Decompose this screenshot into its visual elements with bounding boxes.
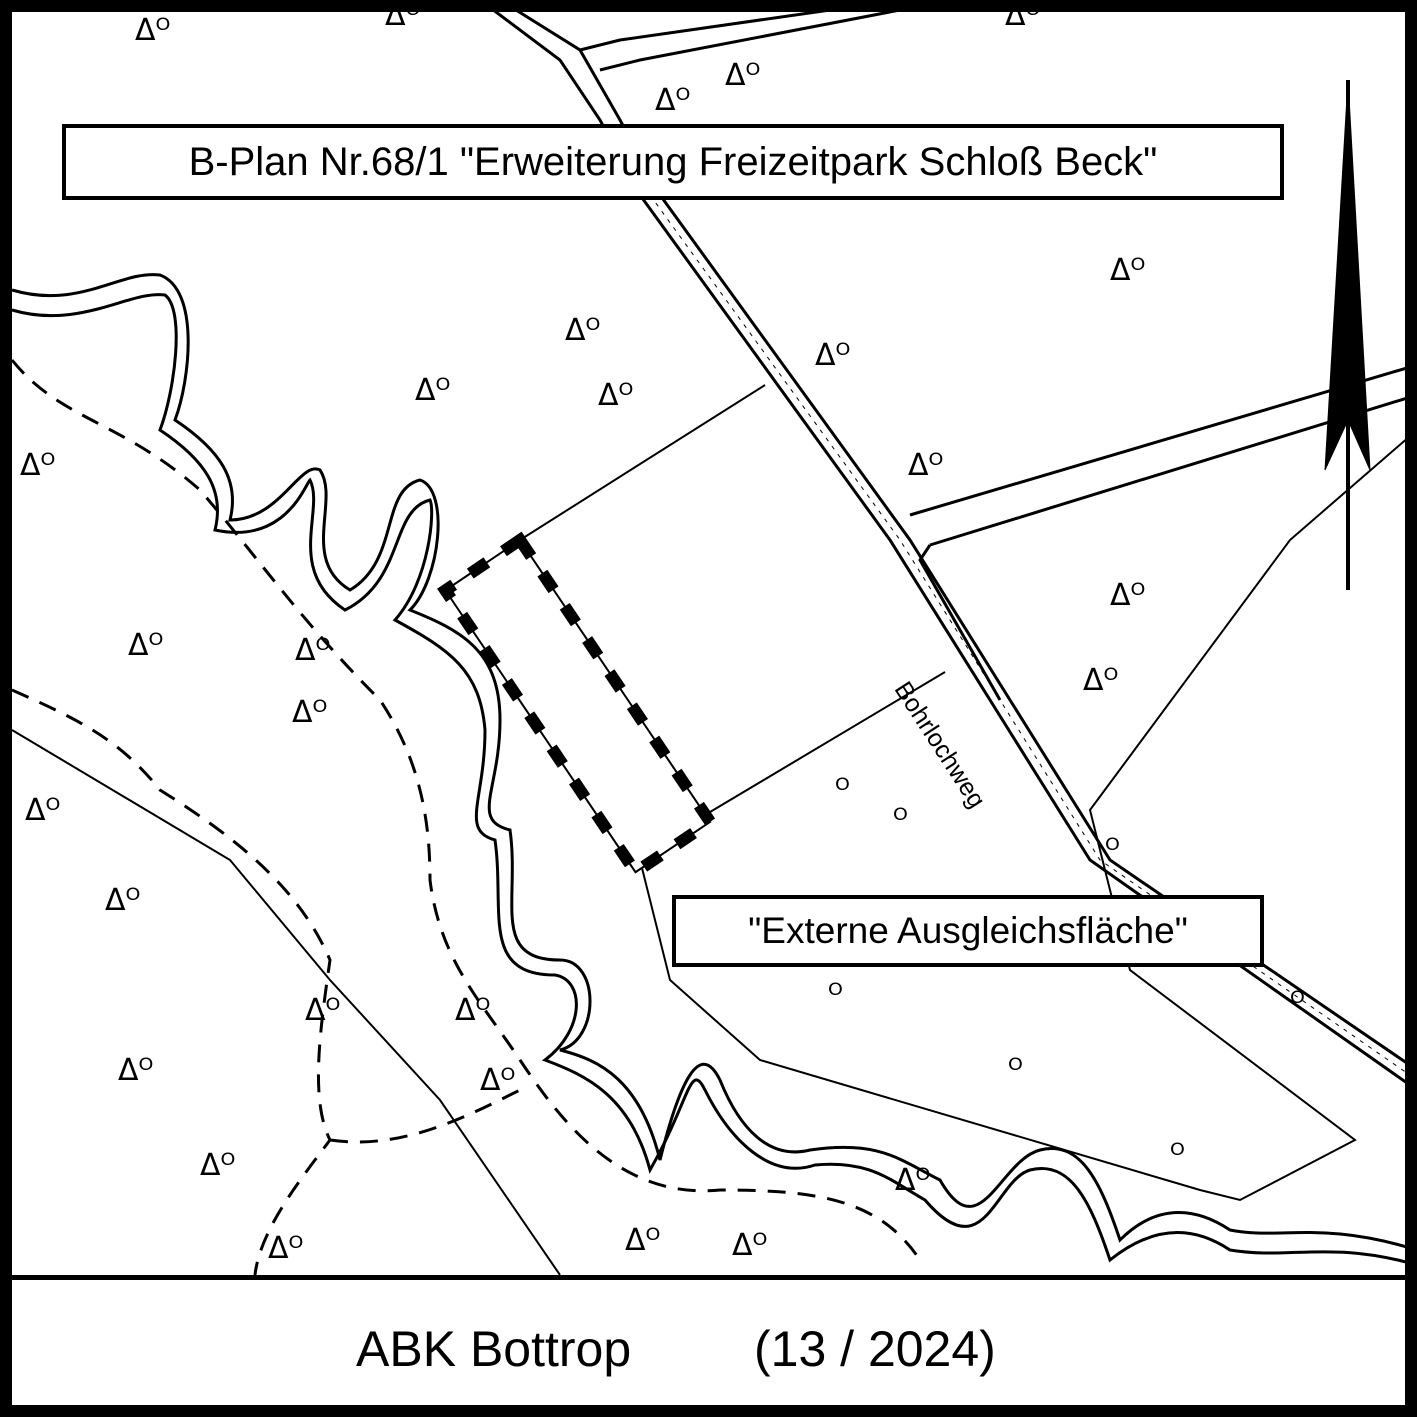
tree-symbol-icon: Δᴼ: [655, 83, 690, 118]
tree-symbol-icon: Δᴼ: [385, 0, 420, 33]
tree-symbol-icon: Δᴼ: [1005, 0, 1040, 33]
tree-symbol-icon: Δᴼ: [295, 633, 330, 668]
tree-symbol-icon: Δᴼ: [732, 1228, 767, 1263]
area-label: "Externe Ausgleichsfläche": [672, 895, 1264, 967]
tree-symbol-icon: ᴼ: [1105, 833, 1120, 868]
tree-symbol-icon: Δᴼ: [725, 58, 760, 93]
compensation-area: [437, 531, 719, 881]
tree-symbol-icon: ᴼ: [1170, 1138, 1185, 1173]
north-arrow-icon: [1324, 79, 1371, 590]
tree-symbol-icon: Δᴼ: [305, 993, 340, 1028]
tree-symbol-icon: Δᴼ: [128, 628, 163, 663]
tree-symbol-icon: Δᴼ: [415, 373, 450, 408]
tree-symbol-icon: Δᴼ: [815, 338, 850, 373]
footpaths: [10, 359, 922, 1275]
tree-symbol-icon: ᴼ: [893, 803, 908, 838]
tree-symbol-icon: Δᴼ: [25, 793, 60, 828]
tree-symbol-icon: ᴼ: [828, 978, 843, 1013]
tree-symbol-icon: Δᴼ: [625, 1223, 660, 1258]
tree-symbol-icon: Δᴼ: [20, 448, 55, 483]
tree-symbol-icon: Δᴼ: [292, 695, 327, 730]
creek: [11, 273, 1417, 1267]
tree-symbol-icon: Δᴼ: [268, 1231, 303, 1266]
tree-symbol-icon: Δᴼ: [118, 1053, 153, 1088]
tree-symbol-icon: Δᴼ: [895, 1163, 930, 1198]
parcel-lines: [11, 384, 1417, 1275]
tree-symbol-icon: Δᴼ: [455, 993, 490, 1028]
plan-number: (13 / 2024): [754, 1321, 996, 1377]
tree-symbol-icon: Δᴼ: [480, 1063, 515, 1098]
plan-title: B-Plan Nr.68/1 "Erweiterung Freizeitpark…: [62, 124, 1284, 200]
tree-symbol-icon: ᴼ: [1290, 986, 1305, 1021]
tree-symbol-icon: ᴼ: [1008, 1053, 1023, 1088]
tree-symbol-icon: Δᴼ: [565, 313, 600, 348]
tree-symbol-icon: Δᴼ: [1083, 663, 1118, 698]
source-label: ABK Bottrop: [356, 1321, 632, 1377]
tree-symbol-icon: Δᴼ: [598, 378, 633, 413]
tree-symbol-icon: Δᴼ: [908, 448, 943, 483]
tree-symbol-icon: ᴼ: [835, 773, 850, 808]
tree-symbol-icon: Δᴼ: [1110, 253, 1145, 288]
tree-symbol-icon: Δᴼ: [200, 1148, 235, 1183]
tree-symbol-icon: Δᴼ: [105, 883, 140, 918]
tree-symbol-icon: Δᴼ: [1110, 578, 1145, 613]
tree-symbol-icon: Δᴼ: [135, 13, 170, 48]
footer: ABK Bottrop (13 / 2024): [12, 1275, 1405, 1405]
